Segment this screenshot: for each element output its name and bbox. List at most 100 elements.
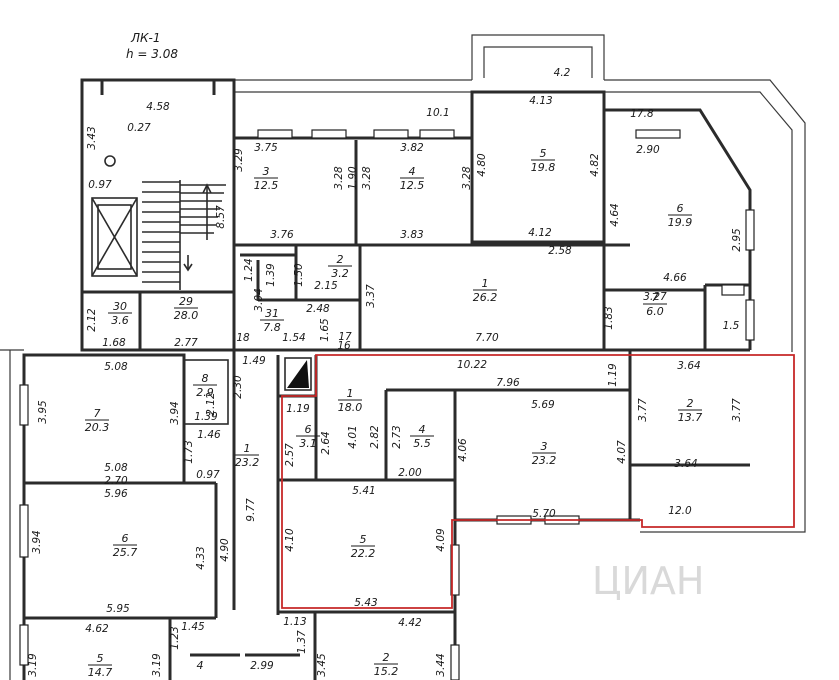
dimension-label: 2.82 [369, 425, 381, 449]
dimension-label: 3.45 [316, 653, 328, 677]
dimension-label: 1.5 [723, 320, 740, 332]
dimension-label: 3.82 [400, 142, 424, 154]
room-area: 3.6 [111, 314, 129, 327]
room-area: 22.2 [351, 547, 376, 560]
dimension-label: 4.58 [146, 101, 170, 113]
dimension-label: 3.37 [365, 284, 377, 308]
dimension-label: 5.41 [352, 485, 375, 497]
dimension-label: 4.82 [589, 153, 601, 177]
dimension-label: 17.8 [630, 108, 654, 120]
ceiling-height-label: h = 3.08 [126, 47, 178, 61]
dimension-label: 4.01 [347, 425, 359, 448]
room-number: 2 [337, 253, 344, 266]
room-area: 12.5 [400, 179, 425, 192]
dimension-label: 1.45 [181, 621, 205, 633]
dimension-label: 2.12 [86, 308, 98, 332]
dimension-label: 5.08 [104, 462, 128, 474]
dimension-label: 1.24 [243, 258, 255, 281]
room-number: 29 [179, 295, 193, 308]
dimension-label: 2.30 [232, 375, 244, 399]
dimension-label: 1.50 [293, 263, 305, 287]
dimension-label: 7.96 [496, 377, 520, 389]
room-number: 6 [677, 202, 684, 215]
dimension-label: 1.13 [283, 616, 306, 628]
dimension-label: 1.83 [603, 306, 615, 329]
room-area: 23.2 [532, 454, 557, 467]
dimension-label: 4.62 [85, 623, 109, 635]
room-number: 2 [687, 397, 694, 410]
room-number: 7 [652, 291, 659, 304]
room-area: 14.7 [88, 666, 113, 679]
room-area: 3.1 [299, 437, 317, 450]
dimension-label: 3.75 [254, 142, 278, 154]
room-area: 15.2 [374, 665, 399, 678]
room-number: 7 [94, 407, 101, 420]
dimension-label: 3.28 [333, 166, 345, 190]
room-number: 1 [347, 387, 354, 400]
dimension-label: 1.19 [286, 403, 310, 415]
dimension-label: 4.13 [529, 95, 552, 107]
dimension-label: 3.83 [400, 229, 423, 241]
dimension-label: 3.76 [270, 229, 294, 241]
room-area: 7.8 [263, 321, 281, 334]
dimension-label: 3.29 [233, 148, 245, 172]
room-area: 18.0 [338, 401, 363, 414]
dimension-label: 5.43 [354, 597, 377, 609]
room-area: 2.9 [196, 386, 214, 399]
walls [22, 78, 752, 680]
dimension-label: 1.23 [169, 626, 181, 649]
room-area: 12.5 [254, 179, 279, 192]
dimension-label: 2.70 [104, 475, 128, 487]
dimension-label: 1.19 [607, 363, 619, 387]
section-label: ЛК-1 [130, 31, 161, 45]
dimension-label: 3.28 [461, 166, 473, 190]
room-number: 6 [122, 532, 129, 545]
dimension-label: 2.73 [391, 425, 403, 448]
room-number: 2 [383, 651, 390, 664]
dimension-label: 2.95 [731, 228, 743, 252]
stairwell [91, 155, 312, 391]
dimension-label: 3.64 [674, 458, 697, 470]
dimension-label: 1.39 [194, 411, 218, 423]
dimension-label: 3.77 [731, 398, 743, 422]
dimension-label: 10.22 [457, 359, 487, 371]
dimension-label: 3.19 [151, 653, 163, 677]
dimension-label: 2.57 [284, 443, 296, 467]
dimension-label: 1.46 [197, 429, 221, 441]
dimension-label: 3.94 [31, 530, 43, 553]
dimension-label: 2.15 [314, 280, 338, 292]
room-number: 5 [97, 652, 104, 665]
dimension-label: 2.90 [636, 144, 660, 156]
room-number: 3 [541, 440, 548, 453]
dimension-label: 18 [236, 332, 250, 344]
room-area: 3.2 [331, 267, 349, 280]
dimension-label: 3.94 [169, 401, 181, 424]
dimension-label: 3.19 [27, 653, 39, 677]
room-area: 20.3 [85, 421, 110, 434]
dimension-label: 2.77 [174, 337, 198, 349]
room-area: 28.0 [174, 309, 199, 322]
room-number: 1 [244, 442, 251, 455]
room-number: 4 [419, 423, 426, 436]
dimension-label: 7.70 [475, 332, 499, 344]
dimension-label: 4.64 [609, 203, 621, 226]
dimension-label: 4.06 [457, 438, 469, 462]
room-area: 25.7 [113, 546, 138, 559]
dimension-label: 4.33 [195, 546, 207, 569]
dimension-label: 5.95 [106, 603, 130, 615]
dimension-label: 2.48 [306, 303, 330, 315]
dimension-label: 2.12 [205, 392, 217, 416]
dimension-label: 4.2 [554, 67, 571, 79]
room-number: 5 [540, 147, 547, 160]
room-area: 13.7 [678, 411, 703, 424]
dimension-label: 9.77 [245, 498, 257, 522]
dimension-label: 8.57 [215, 205, 227, 229]
room-number: 5 [360, 533, 367, 546]
dimension-label: 3.64 [677, 360, 700, 372]
dimension-label: 3.43 [86, 126, 98, 149]
dimension-label: 1.49 [242, 355, 266, 367]
room-area: 19.8 [531, 161, 556, 174]
room-area: 6.0 [646, 305, 664, 318]
room-area: 19.9 [668, 216, 693, 229]
